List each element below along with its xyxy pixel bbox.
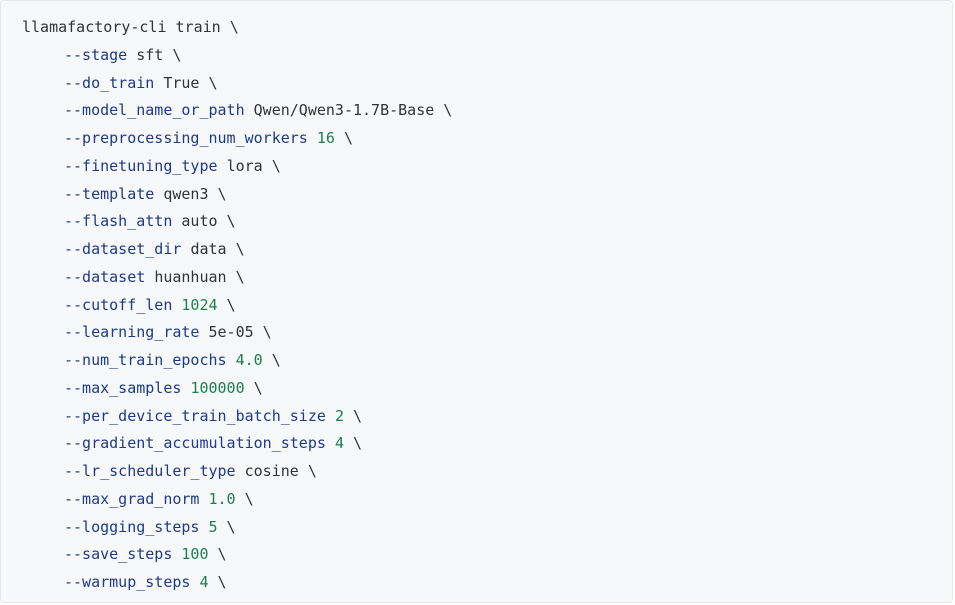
- argument-flag: --preprocessing_num_workers: [64, 129, 308, 147]
- argument-flag: --template: [64, 184, 155, 203]
- argument-flag: --finetuning_type: [64, 156, 218, 175]
- argument-value: sft: [136, 45, 164, 64]
- line-continuation: \: [343, 406, 363, 425]
- line-continuation: \: [262, 156, 281, 175]
- argument-value: data: [190, 240, 227, 258]
- argument-value: 100: [181, 545, 209, 564]
- command-text: llamafactory-cli train: [22, 18, 221, 36]
- line-continuation: \: [217, 295, 236, 314]
- argument-value: 2: [334, 406, 344, 425]
- code-line-argument: --dataset huanhuan \: [22, 264, 952, 292]
- line-continuation: \: [262, 351, 281, 369]
- code-line-argument: --lr_scheduler_type cosine \: [22, 458, 952, 486]
- argument-flag: --stage: [64, 45, 128, 64]
- code-line-argument: --max_grad_norm 1.0 \: [22, 486, 952, 514]
- argument-value: 1024: [181, 295, 218, 314]
- argument-value: huanhuan: [154, 267, 227, 286]
- code-line-argument: --template qwen3 \: [22, 181, 952, 209]
- line-continuation: \: [217, 517, 236, 536]
- line-continuation: \: [334, 129, 353, 147]
- argument-value: 1.0: [208, 489, 236, 508]
- argument-value: 4.0: [235, 351, 263, 369]
- argument-value: 100000: [190, 378, 245, 397]
- argument-flag: --gradient_accumulation_steps: [64, 434, 326, 453]
- argument-value: Qwen/Qwen3-1.7B-Base: [253, 101, 435, 120]
- code-line-argument: --gradient_accumulation_steps 4 \: [22, 430, 952, 458]
- line-continuation: \: [163, 45, 182, 64]
- line-continuation: \: [220, 18, 239, 36]
- code-line-argument: --flash_attn auto \: [22, 208, 952, 236]
- argument-flag: --cutoff_len: [64, 295, 173, 314]
- argument-flag: --model_name_or_path: [64, 101, 245, 120]
- argument-value: 4: [199, 573, 209, 591]
- line-continuation: \: [208, 573, 227, 591]
- argument-flag: --do_train: [64, 73, 155, 92]
- line-continuation: \: [298, 462, 317, 480]
- line-continuation: \: [226, 240, 245, 258]
- argument-flag: --max_grad_norm: [64, 489, 200, 508]
- code-line-argument: --num_train_epochs 4.0 \: [22, 347, 952, 375]
- argument-flag: --logging_steps: [64, 517, 200, 536]
- line-continuation: \: [217, 212, 236, 231]
- line-continuation: \: [208, 184, 227, 203]
- argument-flag: --max_samples: [64, 378, 182, 397]
- code-line-argument: --per_device_train_batch_size 2 \: [22, 403, 952, 431]
- code-line-argument: --finetuning_type lora \: [22, 153, 952, 181]
- code-line-command: llamafactory-cli train \: [22, 14, 952, 42]
- code-line-argument: --max_samples 100000 \: [22, 375, 952, 403]
- line-continuation: \: [235, 489, 254, 508]
- code-line-argument: --model_name_or_path Qwen/Qwen3-1.7B-Bas…: [22, 97, 952, 125]
- code-line-argument: --learning_rate 5e-05 \: [22, 319, 952, 347]
- line-continuation: \: [253, 323, 272, 342]
- line-continuation: \: [343, 434, 363, 453]
- code-line-argument: --cutoff_len 1024 \: [22, 292, 952, 320]
- line-continuation: \: [244, 378, 263, 397]
- argument-flag: --flash_attn: [64, 212, 173, 231]
- argument-value: auto: [181, 212, 218, 231]
- argument-value: 5e-05: [208, 323, 254, 342]
- code-line-argument: --do_train True \: [22, 70, 952, 98]
- line-continuation: \: [434, 101, 453, 120]
- argument-flag: --save_steps: [64, 545, 173, 564]
- argument-flag: --dataset_dir: [64, 240, 182, 258]
- argument-flag: --dataset: [64, 267, 146, 286]
- line-continuation: \: [199, 73, 218, 92]
- code-line-argument: --save_steps 100 \: [22, 541, 952, 569]
- argument-flag: --num_train_epochs: [64, 351, 227, 369]
- code-line-argument: --logging_steps 5 \: [22, 514, 952, 542]
- argument-value: qwen3: [163, 184, 209, 203]
- argument-flag: --lr_scheduler_type: [64, 462, 236, 480]
- line-continuation: \: [208, 545, 227, 564]
- code-line-argument: --preprocessing_num_workers 16 \: [22, 125, 952, 153]
- argument-value: cosine: [244, 462, 299, 480]
- argument-value: 5: [208, 517, 218, 536]
- line-continuation: \: [226, 267, 245, 286]
- code-line-argument: --stage sft \: [22, 42, 952, 70]
- argument-flag: --per_device_train_batch_size: [64, 406, 326, 425]
- argument-value: 4: [334, 434, 344, 453]
- argument-flag: --warmup_steps: [64, 573, 191, 591]
- argument-value: lora: [226, 156, 263, 175]
- argument-value: 16: [316, 129, 335, 147]
- code-line-argument: --warmup_steps 4 \: [22, 569, 952, 597]
- argument-lines: --stage sft \--do_train True \--model_na…: [22, 42, 952, 597]
- code-line-argument: --dataset_dir data \: [22, 236, 952, 264]
- argument-value: True: [163, 73, 200, 92]
- argument-flag: --learning_rate: [64, 323, 200, 342]
